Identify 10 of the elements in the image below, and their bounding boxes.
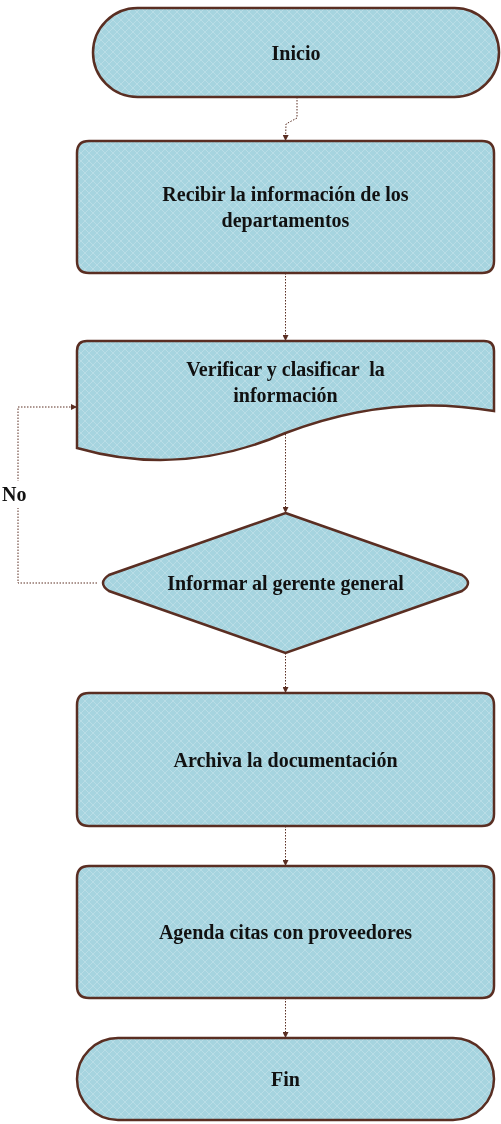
- step-text: Agenda citas con proveedores: [158, 920, 413, 945]
- step-text: Verificar y clasificar la información: [185, 356, 386, 408]
- step-text: Inicio: [271, 40, 321, 66]
- step-text: Archiva la documentación: [173, 747, 398, 773]
- edge-label: No: [2, 481, 27, 508]
- arrow: [17, 404, 98, 584]
- step-text: Recibir la información de los departamentos: [161, 182, 410, 233]
- arrow: [282, 652, 289, 694]
- step-text: Informar al gerente general: [167, 571, 404, 596]
- step-text: Fin: [271, 1067, 300, 1092]
